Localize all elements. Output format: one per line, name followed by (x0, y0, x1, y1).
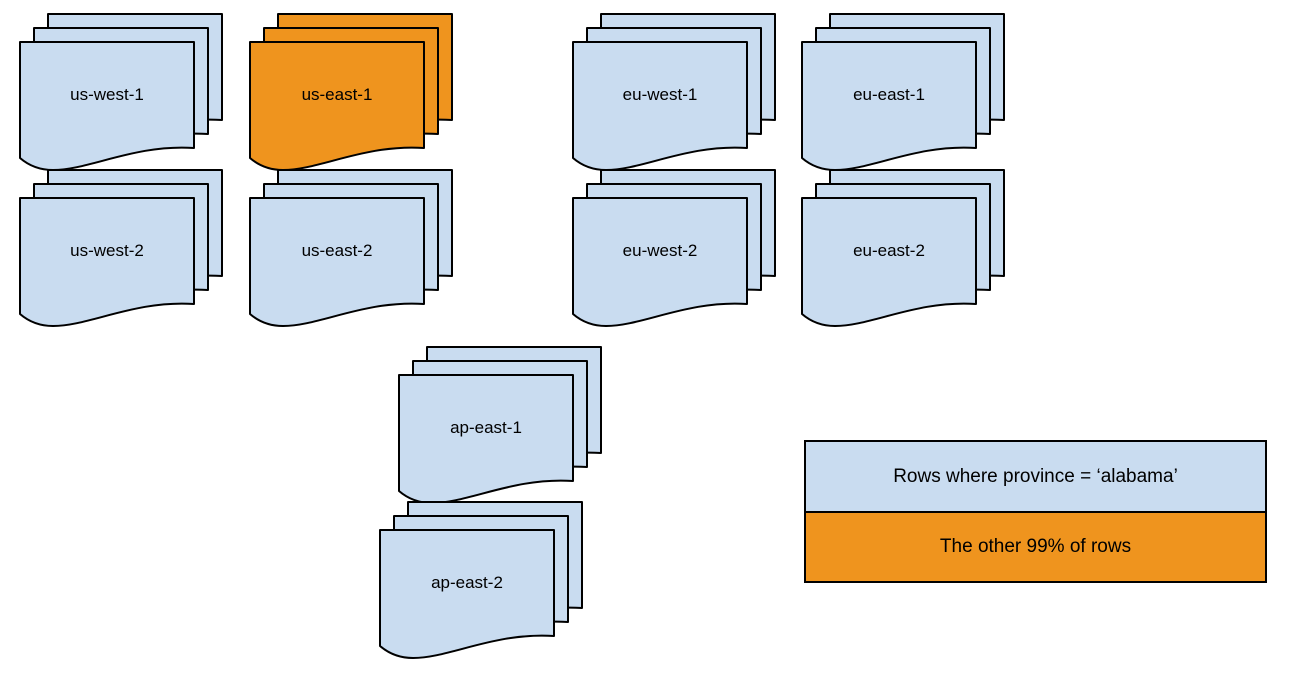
legend: Rows where province = ‘alabama’ The othe… (804, 440, 1267, 583)
region-stack-shape-eu-east-2 (801, 169, 1005, 327)
legend-label-blue: Rows where province = ‘alabama’ (893, 465, 1178, 487)
region-stack-eu-west-2[interactable]: eu-west-2 (572, 169, 805, 340)
document-sheet (249, 197, 425, 327)
document-sheet (19, 197, 195, 327)
region-stack-shape-us-east-2 (249, 169, 453, 327)
region-stack-us-west-2[interactable]: us-west-2 (19, 169, 252, 340)
region-stack-eu-east-1[interactable]: eu-east-1 (801, 13, 1034, 184)
document-sheet (249, 41, 425, 171)
legend-row-blue: Rows where province = ‘alabama’ (806, 442, 1265, 513)
document-sheet (801, 41, 977, 171)
region-stack-shape-us-west-1 (19, 13, 223, 171)
region-stack-us-east-1[interactable]: us-east-1 (249, 13, 482, 184)
region-stack-shape-us-east-1 (249, 13, 453, 171)
region-stack-shape-eu-west-2 (572, 169, 776, 327)
region-stack-shape-ap-east-1 (398, 346, 602, 504)
region-stack-us-east-2[interactable]: us-east-2 (249, 169, 482, 340)
document-sheet (572, 197, 748, 327)
region-stack-shape-eu-east-1 (801, 13, 1005, 171)
legend-row-orange: The other 99% of rows (806, 513, 1265, 581)
region-stack-eu-east-2[interactable]: eu-east-2 (801, 169, 1034, 340)
region-stack-ap-east-2[interactable]: ap-east-2 (379, 501, 612, 672)
region-stack-shape-eu-west-1 (572, 13, 776, 171)
region-stack-eu-west-1[interactable]: eu-west-1 (572, 13, 805, 184)
document-sheet (398, 374, 574, 504)
document-sheet (572, 41, 748, 171)
region-stack-us-west-1[interactable]: us-west-1 (19, 13, 252, 184)
document-sheet (19, 41, 195, 171)
legend-label-orange: The other 99% of rows (939, 536, 1132, 557)
document-sheet (379, 529, 555, 659)
region-stack-ap-east-1[interactable]: ap-east-1 (398, 346, 631, 517)
region-stack-shape-us-west-2 (19, 169, 223, 327)
region-stack-shape-ap-east-2 (379, 501, 583, 659)
document-sheet (801, 197, 977, 327)
